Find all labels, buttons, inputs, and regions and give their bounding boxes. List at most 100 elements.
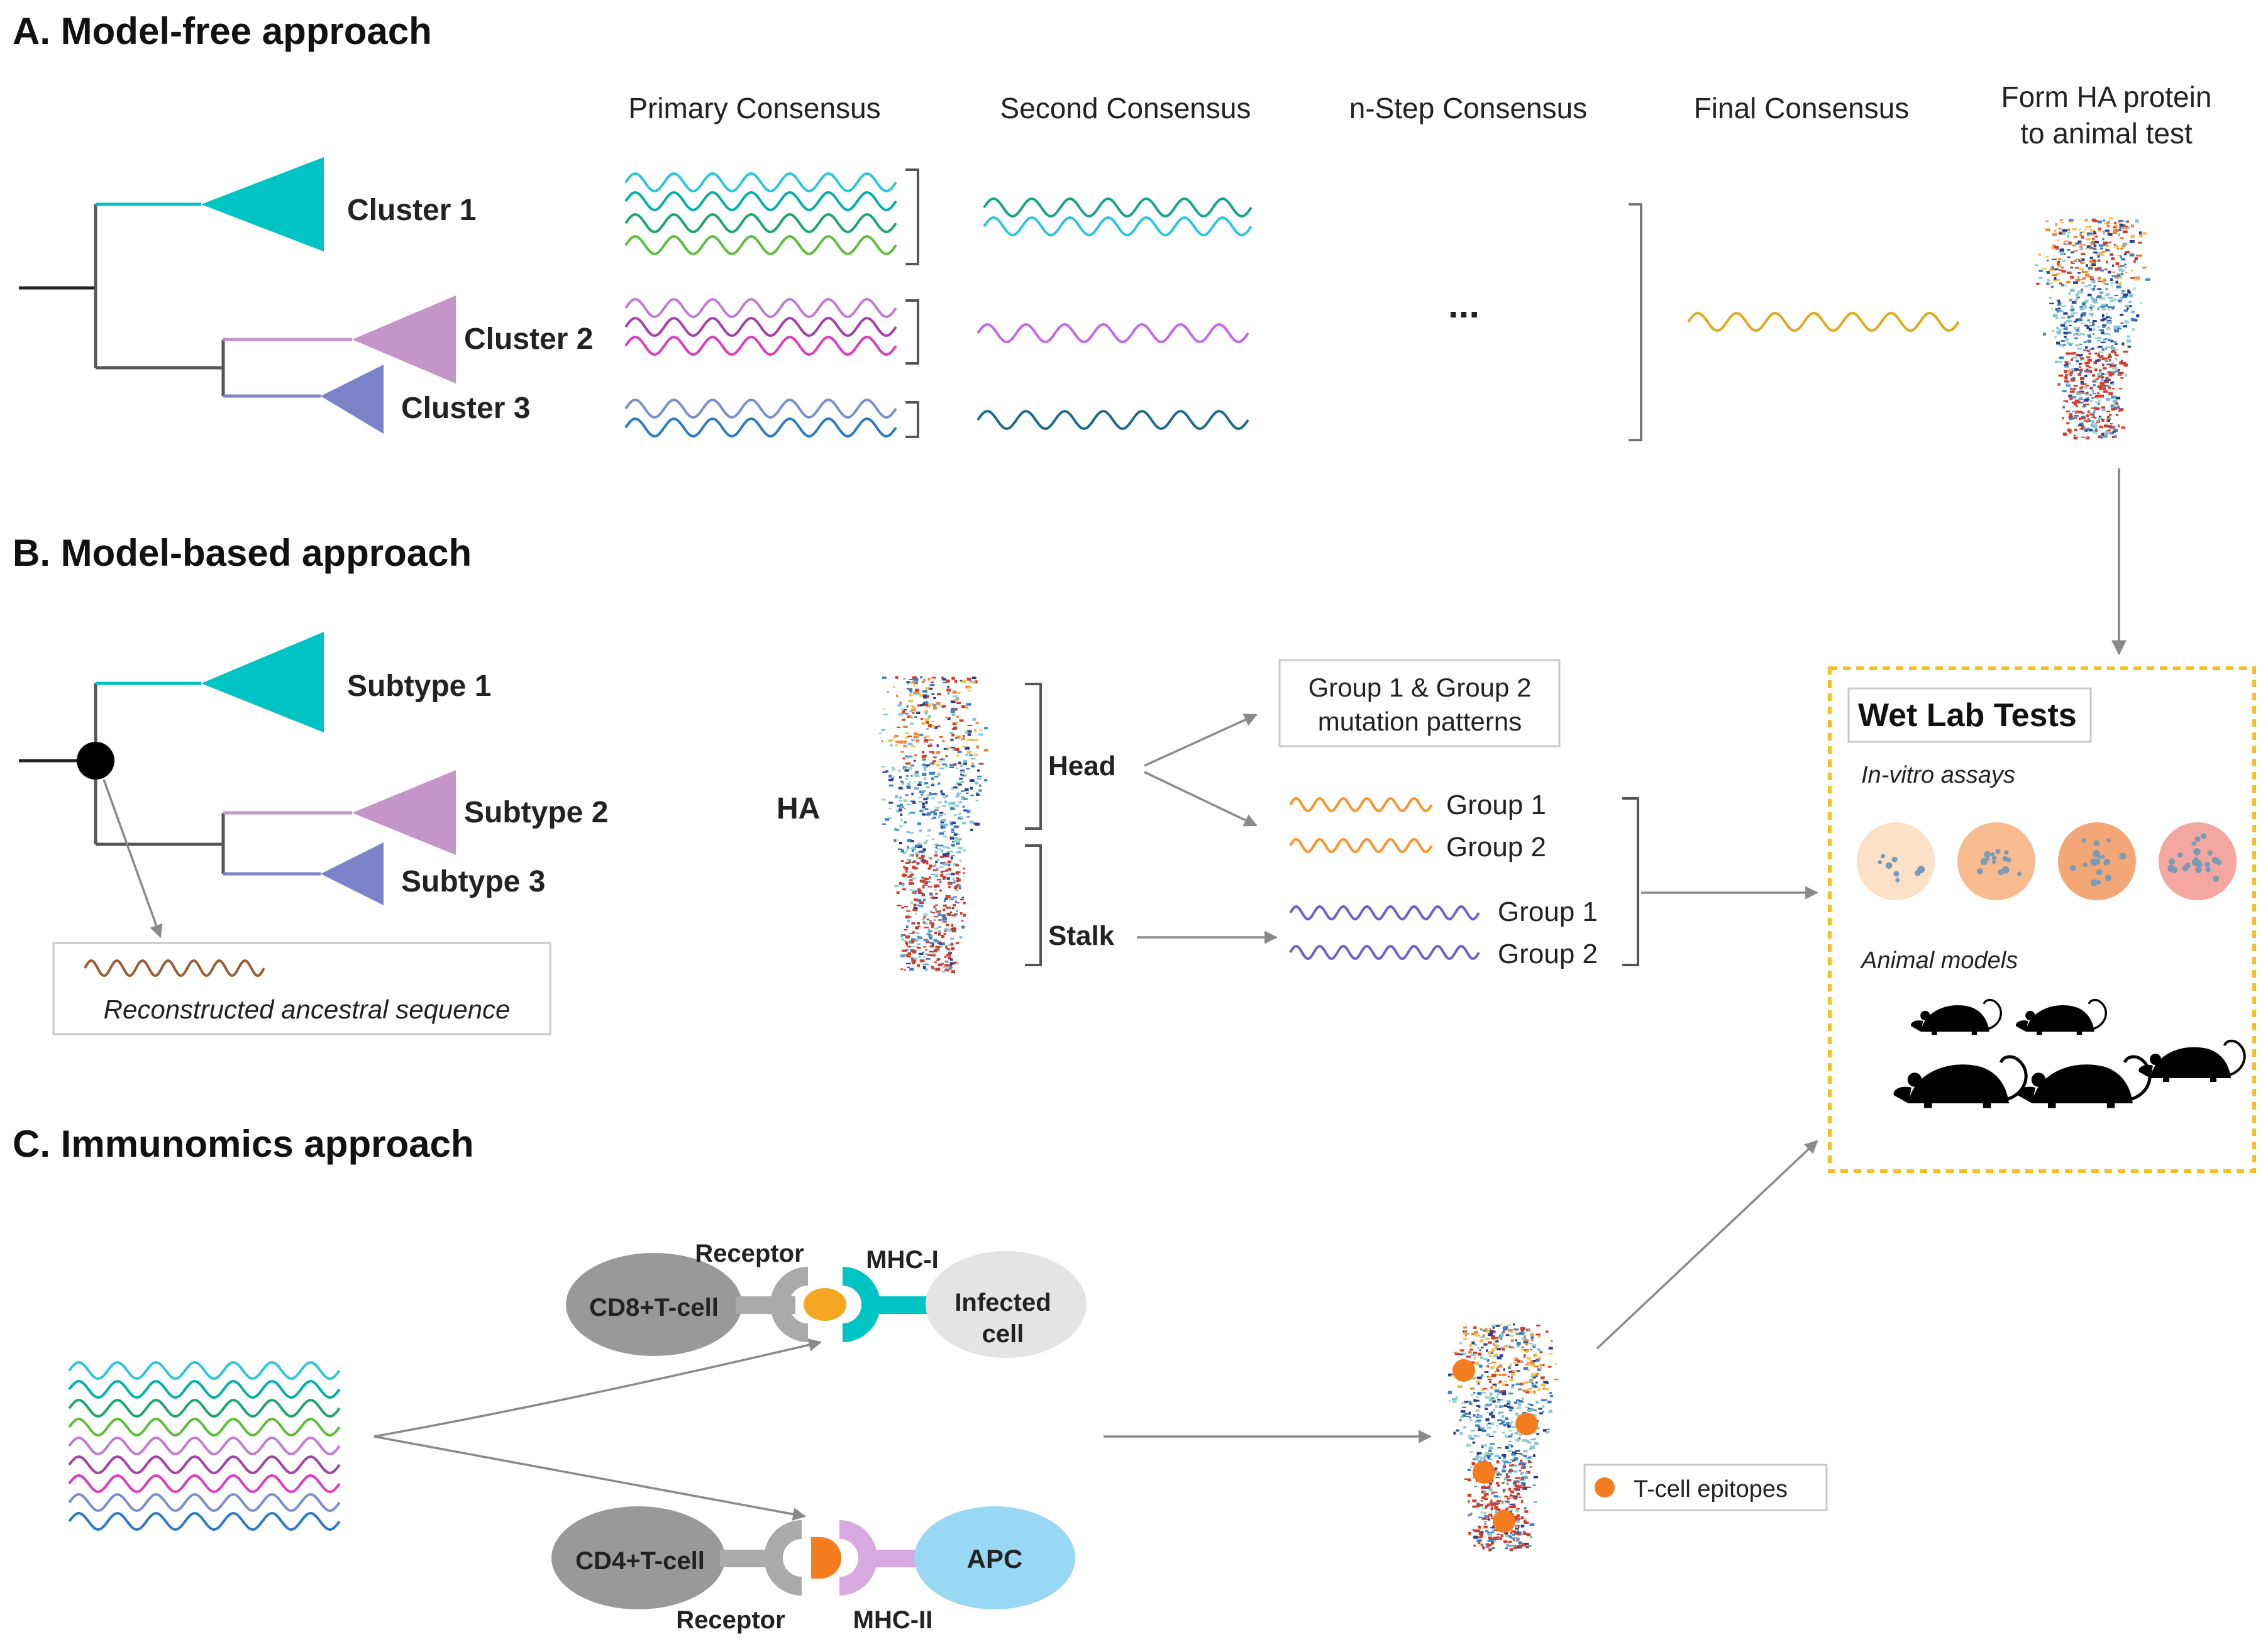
protein-speckle [929,951,934,952]
protein-speckle [924,927,929,929]
protein-speckle [899,800,902,802]
protein-speckle [904,851,907,853]
protein-speckle [1502,1373,1507,1376]
protein-speckle [951,855,955,857]
protein-speckle [956,702,961,705]
protein-speckle [922,805,926,808]
protein-speckle [954,813,957,817]
protein-speckle [2124,320,2128,323]
protein-speckle [939,823,943,826]
protein-speckle [2060,252,2064,256]
protein-speckle [1488,1376,1493,1378]
protein-speckle [1520,1477,1524,1480]
protein-speckle [926,934,930,935]
protein-speckle [926,813,931,816]
protein-speckle [1480,1511,1483,1513]
protein-speckle [947,851,951,853]
protein-speckle [1492,1327,1495,1329]
protein-speckle [905,736,909,739]
protein-speckle [2101,331,2105,334]
protein-speckle [1512,1407,1514,1409]
protein-speckle [1546,1428,1550,1430]
protein-speckle [1497,1484,1500,1487]
protein-speckle [1516,1342,1521,1345]
protein-speckle [2133,287,2136,290]
protein-speckle [921,854,925,858]
protein-speckle [1525,1364,1530,1365]
protein-speckle [2061,305,2067,307]
protein-speckle [1509,1335,1514,1337]
protein-speckle [956,910,958,913]
protein-speckle [2063,331,2068,334]
protein-speckle [961,920,964,922]
protein-speckle [933,812,938,815]
protein-speckle [2109,432,2114,434]
protein-speckle [2118,268,2123,272]
protein-speckle [1495,1385,1497,1388]
protein-speckle [2112,341,2117,343]
protein-speckle [1498,1457,1502,1459]
protein-speckle [910,800,915,802]
protein-speckle [934,843,939,846]
protein-speckle [2111,388,2115,390]
protein-speckle [2115,396,2121,400]
protein-speckle [945,824,949,827]
protein-speckle [948,944,952,946]
protein-speckle [2103,244,2106,246]
protein-speckle [1463,1426,1466,1429]
protein-speckle [951,821,956,825]
protein-speckle [909,693,913,697]
protein-speckle [1483,1512,1487,1514]
protein-speckle [1510,1503,1515,1505]
protein-speckle [966,816,970,818]
protein-speckle [933,697,936,699]
protein-speckle [1505,1417,1508,1421]
protein-speckle [960,764,965,766]
protein-speckle [2108,431,2111,434]
protein-speckle [2074,337,2078,339]
protein-speckle [934,961,937,963]
protein-speckle [1515,1536,1520,1539]
protein-speckle [921,790,925,792]
protein-speckle [942,824,946,827]
mouse-icon [2016,998,2107,1035]
colony-dot [2106,838,2111,843]
protein-speckle [2093,304,2095,308]
protein-speckle [1537,1368,1541,1371]
protein-speckle [2096,307,2100,311]
protein-speckle [947,685,949,688]
protein-speckle [950,739,954,741]
protein-speckle [961,680,966,683]
protein-speckle [912,676,917,680]
protein-speckle [960,898,964,901]
sequence-wave [624,335,897,356]
protein-speckle [1517,1529,1519,1531]
protein-speckle [1506,1422,1510,1425]
protein-speckle [2112,431,2116,433]
protein-speckle [1464,1478,1469,1480]
protein-speckle [1502,1465,1507,1469]
protein-speckle [1502,1415,1504,1418]
protein-speckle [2087,350,2091,352]
protein-speckle [942,805,946,807]
protein-speckle [1476,1396,1480,1398]
protein-speckle [1486,1349,1488,1352]
protein-speckle [1499,1364,1502,1367]
protein-speckle [1476,1503,1480,1506]
protein-speckle [923,678,926,681]
protein-speckle [1532,1409,1537,1411]
protein-speckle [916,946,919,949]
protein-speckle [2089,399,2093,402]
protein-speckle [960,912,963,915]
protein-speckle [2043,333,2046,336]
protein-speckle [948,881,953,885]
protein-speckle [919,880,924,883]
colony-dot [1977,868,1983,874]
protein-speckle [2072,333,2076,336]
protein-speckle [966,730,972,733]
protein-speckle [934,864,937,866]
protein-speckle [906,955,911,957]
protein-speckle [2095,394,2100,397]
protein-speckle [902,757,905,759]
head-label: Head [1048,751,1116,781]
